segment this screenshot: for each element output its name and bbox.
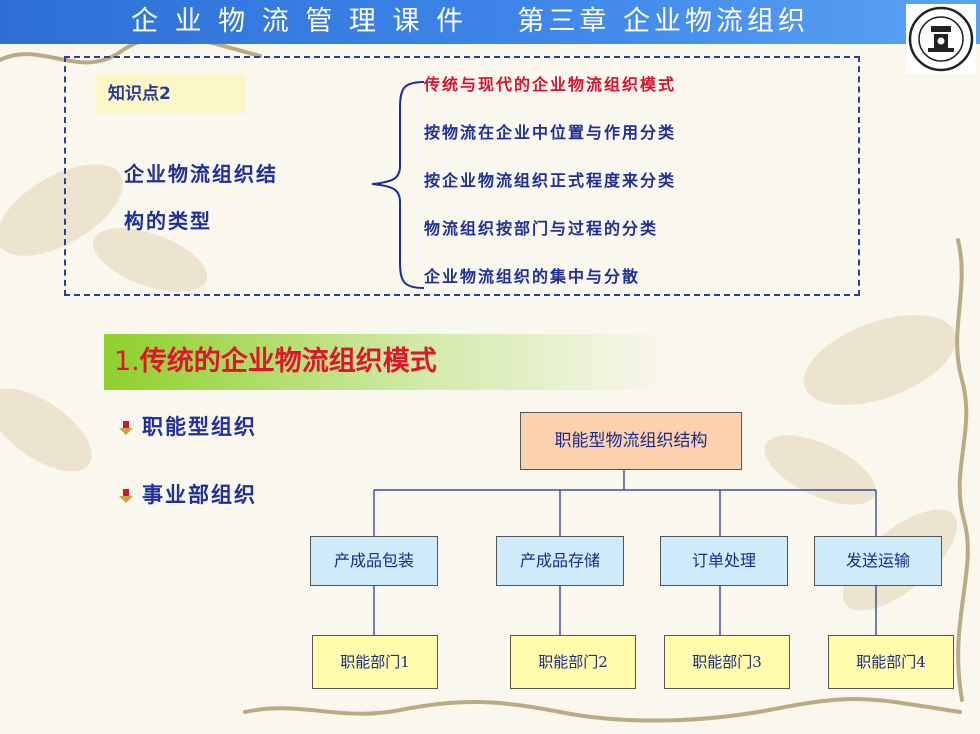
kp-item-1[interactable]: 传统与现代的企业物流组织模式 [424, 75, 677, 94]
knowledge-point-frame [64, 56, 860, 296]
org-dept-packaging: 产成品包装 [310, 536, 438, 586]
org-unit-2: 职能部门2 [510, 635, 636, 689]
kp-item-5[interactable]: 企业物流组织的集中与分散 [424, 267, 641, 286]
section-number: 1. [114, 346, 140, 377]
bullet-arrow-icon [119, 489, 133, 503]
bullet-label: 职能型组织 [142, 415, 257, 439]
university-seal-logo [906, 4, 976, 74]
bullet-item-division: 事业部组织 [118, 480, 257, 510]
bullet-item-functional: 职能型组织 [118, 412, 257, 442]
section-heading-bar [104, 334, 664, 390]
curly-brace [371, 81, 425, 289]
section-title-text: 传统的企业物流组织模式 [139, 346, 437, 377]
kp-item-2[interactable]: 按物流在企业中位置与作用分类 [424, 123, 677, 142]
bullet-arrow-icon [119, 421, 133, 435]
section-heading: 1.传统的企业物流组织模式 [114, 340, 437, 384]
slide-title: 企 业 物 流 管 理 课 件 第三章 企业物流组织 [131, 6, 809, 37]
kp-item-4[interactable]: 物流组织按部门与过程的分类 [424, 219, 659, 238]
kp-main-topic-line1: 企业物流组织结 [124, 162, 278, 186]
org-unit-1: 职能部门1 [312, 635, 438, 689]
knowledge-point-label: 知识点2 [96, 74, 246, 114]
header-bar: 企 业 物 流 管 理 课 件 第三章 企业物流组织 [0, 0, 980, 44]
kp-main-topic-line2: 构的类型 [124, 209, 212, 233]
org-dept-order-processing: 订单处理 [660, 536, 788, 586]
org-dept-shipping: 发送运输 [814, 536, 942, 586]
org-dept-storage: 产成品存储 [496, 536, 624, 586]
org-unit-3: 职能部门3 [664, 635, 790, 689]
org-unit-4: 职能部门4 [828, 635, 954, 689]
org-root-box: 职能型物流组织结构 [520, 412, 742, 470]
bullet-label: 事业部组织 [142, 483, 257, 507]
kp-item-3[interactable]: 按企业物流组织正式程度来分类 [424, 171, 677, 190]
